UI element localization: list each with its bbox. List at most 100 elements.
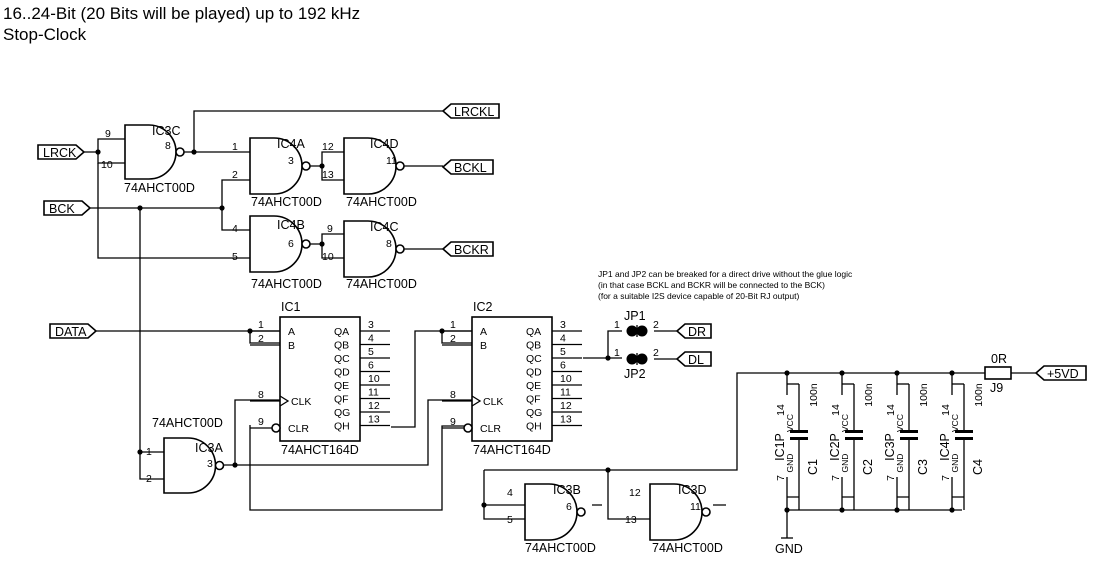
ic4b-pin-in2: 5 [232,251,238,263]
ic2-body [471,316,553,442]
jp2-ref: JP2 [624,367,646,381]
wire [176,110,443,153]
ic4d-pin-out: 11 [386,155,397,167]
ic1-pinname-QE: QE [334,380,349,392]
ic2-pinname-QH: QH [526,421,542,433]
ic4d-pin-in1: 12 [322,141,334,153]
ic2-clk-triangle [471,395,482,407]
ic3c-pin-in2: 10 [101,159,113,171]
ic1-pin-3: 3 [368,319,374,331]
ic2-pin-11: 11 [560,387,571,399]
ic4c-pin-out: 8 [386,238,392,250]
ic2-pin-6: 6 [560,360,566,372]
power-unit-3-vcc: VCC [895,414,905,432]
header-title: 16..24-Bit (20 Bits will be played) up t… [3,4,361,23]
ic3a-pin-in2: 2 [146,473,152,485]
note-line1: JP1 and JP2 can be breaked for a direct … [598,269,853,279]
ic1-ref: IC1 [281,300,301,314]
junction-dot [605,355,611,361]
ic4c-value: 74AHCT00D [346,277,417,291]
ic1-pinname-A: A [288,326,295,338]
ic2-pinname-QG: QG [526,407,542,419]
junction-dot [319,163,325,169]
ic1-pin-1: 1 [258,319,264,331]
bck-label: BCK [49,202,75,216]
ic3a-pin-out: 3 [207,458,213,470]
power-unit-3-ref: IC3P [883,433,897,461]
dr-port [675,323,712,339]
junction-dot [839,370,845,376]
jp1-pad2 [636,325,648,337]
ic1-pinname-QA: QA [334,326,349,338]
dr-label: DR [688,325,706,339]
power-unit-1-vcc: VCC [785,414,795,432]
wire [249,425,472,511]
junction-dot [191,149,197,155]
ic1-pin-13: 13 [368,414,380,426]
ic1-pin-2: 2 [258,333,264,345]
junction-dot [894,507,900,513]
ic2-pinname-B: B [480,340,487,352]
power-unit-3-cap-plate1 [900,430,918,433]
ic2-pinname-A: A [480,326,487,338]
ic2-pin-5: 5 [560,346,566,358]
lrck-port [37,144,86,160]
bckr-port [441,241,494,257]
power-unit-2-gnd-pin: 7 [830,475,842,481]
ic2-ref: IC2 [473,300,493,314]
power-unit-2-bg [834,395,850,477]
ic1-pinname-QD: QD [334,367,350,379]
ic2-pinname-QE: QE [526,380,541,392]
jp1-pin2: 2 [653,319,659,331]
ic3b-ref: IC3B [553,483,581,497]
ic3b-value: 74AHCT00D [525,541,596,555]
junction-dot [949,370,955,376]
ic1-pinname-CLK: CLK [291,396,311,408]
junction-dot [605,467,611,473]
ic1-pinname-B: B [288,340,295,352]
ic1-clk-triangle [279,395,290,407]
power-unit-1-cap-plate2 [790,437,808,440]
power-unit-4-cap-ref: C4 [971,459,985,475]
lrckl-label: LRCKL [454,105,494,119]
ic1-pin-11: 11 [368,387,379,399]
ic1-pin-9: 9 [258,416,264,428]
wire [96,330,280,344]
junction-dot [784,507,790,513]
wire [97,163,250,259]
power-unit-3-bg [889,395,905,477]
ic1-pin-5: 5 [368,346,374,358]
power-unit-1-gnd: GND [785,454,795,473]
bckl-port [441,159,494,175]
ic3b-pin-in2: 5 [507,514,513,526]
jp2-pin1: 1 [614,347,620,359]
ic2-pinname-CLR: CLR [480,423,501,435]
note-line3: (for a suitable I2S device capable of 20… [598,291,799,301]
power-unit-3-vcc-pin: 14 [885,404,897,416]
ic2-pin-1: 1 [450,319,456,331]
power-unit-3-cap-plate2 [900,437,918,440]
ic2-pinname-QA: QA [526,326,541,338]
ic3c-value: 74AHCT00D [124,181,195,195]
ic3d-bubble [701,507,711,517]
ic3b-pin-out: 6 [566,501,572,513]
power-unit-1-bg [779,395,795,477]
power-unit-3-cap-value: 100n [918,383,930,407]
power-unit-4-cap-value: 100n [973,383,985,407]
wire [215,399,280,466]
ic1-pin-10: 10 [368,373,380,385]
ic4a-pin-in2: 2 [232,169,238,181]
ic2-pin-12: 12 [560,400,572,412]
junction-dot [137,205,143,211]
wire [301,151,344,181]
power-unit-2-cap-plate1 [845,430,863,433]
ic2-pinname-QD: QD [526,367,542,379]
wire [607,470,650,520]
ic4d-value: 74AHCT00D [346,195,417,209]
ic1-pin-6: 6 [368,360,374,372]
ic3a-bubble [214,460,225,471]
ic4a-pin-in1: 1 [232,141,238,153]
dl-label: DL [688,353,704,367]
ic2-pin-4: 4 [560,333,566,345]
ic2-value: 74AHCT164D [473,443,551,457]
